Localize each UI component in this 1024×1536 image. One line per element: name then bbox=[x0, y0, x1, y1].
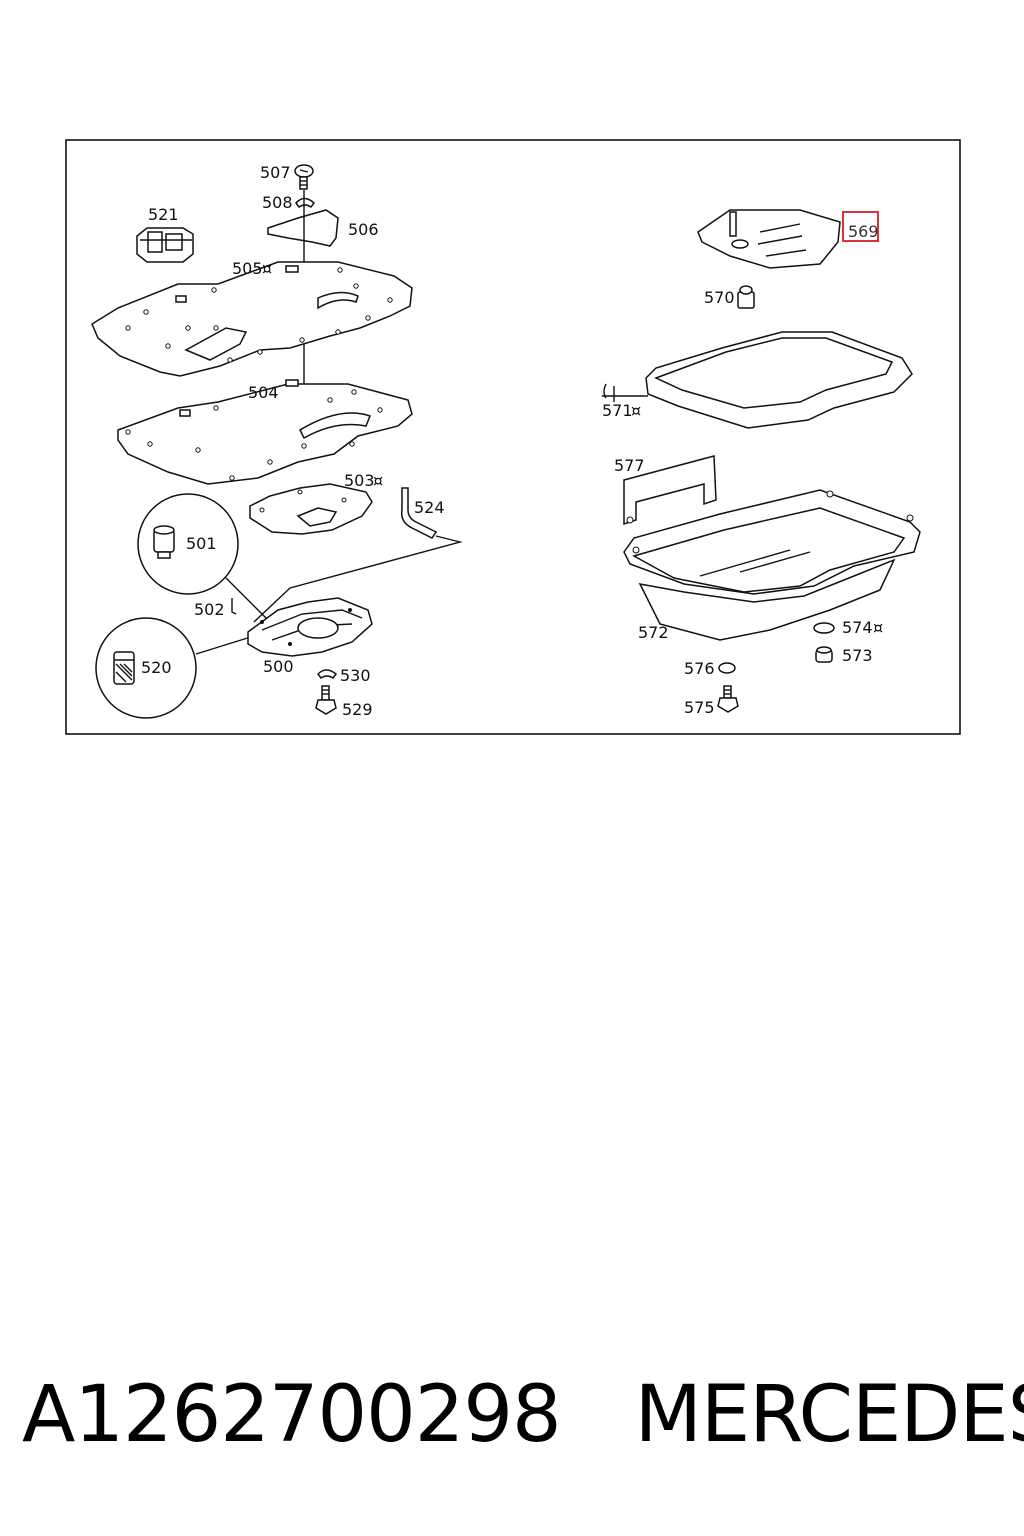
plug-570-icon bbox=[737, 285, 755, 309]
label-501: 501 bbox=[186, 534, 217, 553]
label-572: 572 bbox=[638, 623, 669, 642]
gasket-571-icon bbox=[602, 331, 913, 429]
connector-521-icon bbox=[136, 227, 194, 263]
inset-501-icon bbox=[137, 493, 271, 623]
label-571: 571 bbox=[602, 401, 633, 420]
label-573: 573 bbox=[842, 646, 873, 665]
tube-524-icon bbox=[253, 487, 463, 623]
label-520: 520 bbox=[141, 658, 172, 677]
part-number: A1262700298 bbox=[22, 1370, 562, 1460]
washer-576-icon bbox=[718, 662, 736, 674]
marker-571: ¤ bbox=[631, 401, 641, 420]
label-506: 506 bbox=[348, 220, 379, 239]
label-576: 576 bbox=[684, 659, 715, 678]
bracket-506-icon bbox=[267, 209, 339, 247]
bracket-577-icon bbox=[623, 455, 717, 526]
plate-504-icon bbox=[117, 379, 413, 485]
label-500: 500 bbox=[263, 657, 294, 676]
label-521: 521 bbox=[148, 205, 179, 224]
label-508: 508 bbox=[262, 193, 293, 212]
bolt-575-icon bbox=[717, 685, 739, 713]
label-577: 577 bbox=[614, 456, 645, 475]
label-574: 574 bbox=[842, 618, 873, 637]
marker-505: ¤ bbox=[262, 259, 272, 278]
part-caption: A1262700298 MERCEDES bbox=[22, 1370, 1024, 1460]
gasket-503-icon bbox=[249, 483, 373, 535]
label-569: 569 bbox=[848, 222, 879, 241]
clip-508-icon bbox=[295, 197, 316, 209]
highlight-box-569 bbox=[842, 211, 879, 242]
filter-569-icon bbox=[697, 209, 841, 269]
marker-574: ¤ bbox=[873, 618, 883, 637]
label-505: 505 bbox=[232, 259, 263, 278]
label-524: 524 bbox=[414, 498, 445, 517]
oil-pan-572-icon bbox=[623, 489, 921, 641]
parts-diagram: 507 508 506 521 505 ¤ 504 503 ¤ 524 501 … bbox=[65, 139, 961, 735]
inset-520-icon bbox=[95, 617, 255, 719]
label-529: 529 bbox=[342, 700, 373, 719]
label-570: 570 bbox=[704, 288, 735, 307]
label-502: 502 bbox=[194, 600, 225, 619]
plate-505-icon bbox=[91, 261, 413, 377]
marker-503: ¤ bbox=[373, 471, 383, 490]
label-503: 503 bbox=[344, 471, 375, 490]
label-575: 575 bbox=[684, 698, 715, 717]
label-504: 504 bbox=[248, 383, 279, 402]
washer-574-icon bbox=[813, 622, 835, 634]
label-530: 530 bbox=[340, 666, 371, 685]
screw-507-icon bbox=[294, 164, 314, 190]
washer-530-icon bbox=[317, 669, 338, 680]
pin-502-icon bbox=[231, 598, 237, 615]
valve-body-500-icon bbox=[247, 597, 373, 657]
label-507: 507 bbox=[260, 163, 291, 182]
plug-573-icon bbox=[815, 646, 833, 663]
brand-name: MERCEDES bbox=[634, 1370, 1024, 1460]
bolt-529-icon bbox=[315, 685, 337, 715]
